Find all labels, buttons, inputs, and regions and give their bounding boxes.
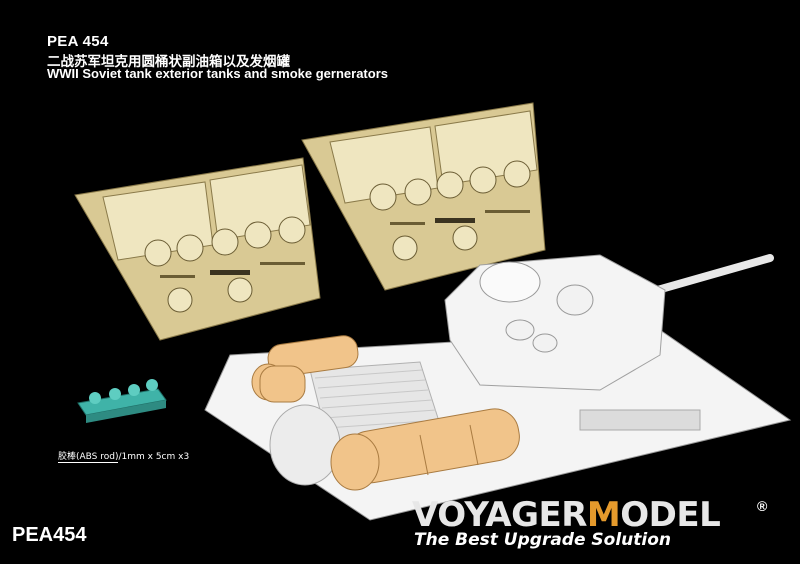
brand-slogan: The Best Upgrade Solution <box>414 530 672 550</box>
abs-rod-caption: 胶棒(ABS rod)/1mm x 5cm x3 <box>58 452 190 462</box>
title-chinese: 二战苏军坦克用圆桶状副油箱以及发烟罐 <box>47 54 290 70</box>
photo-etch-fret-right <box>301 102 546 291</box>
product-code: PEA 454 <box>47 33 109 50</box>
brand-part-odel: ODEL <box>620 495 721 535</box>
tank-turret <box>444 254 774 391</box>
exterior-fuel-tanks <box>251 335 520 491</box>
photo-etch-fret-left <box>74 157 321 341</box>
abs-rods <box>77 379 167 423</box>
brand-part-voyager: VOYAGER <box>412 495 587 535</box>
title-english: WWII Soviet tank exterior tanks and smok… <box>47 66 388 81</box>
brand-logo: VOYAGERMODEL <box>412 495 721 535</box>
registered-mark: ® <box>757 498 768 514</box>
caption-underline <box>58 462 118 463</box>
footer-product-code: PEA454 <box>12 524 87 546</box>
brand-letter-m: M <box>586 495 621 535</box>
